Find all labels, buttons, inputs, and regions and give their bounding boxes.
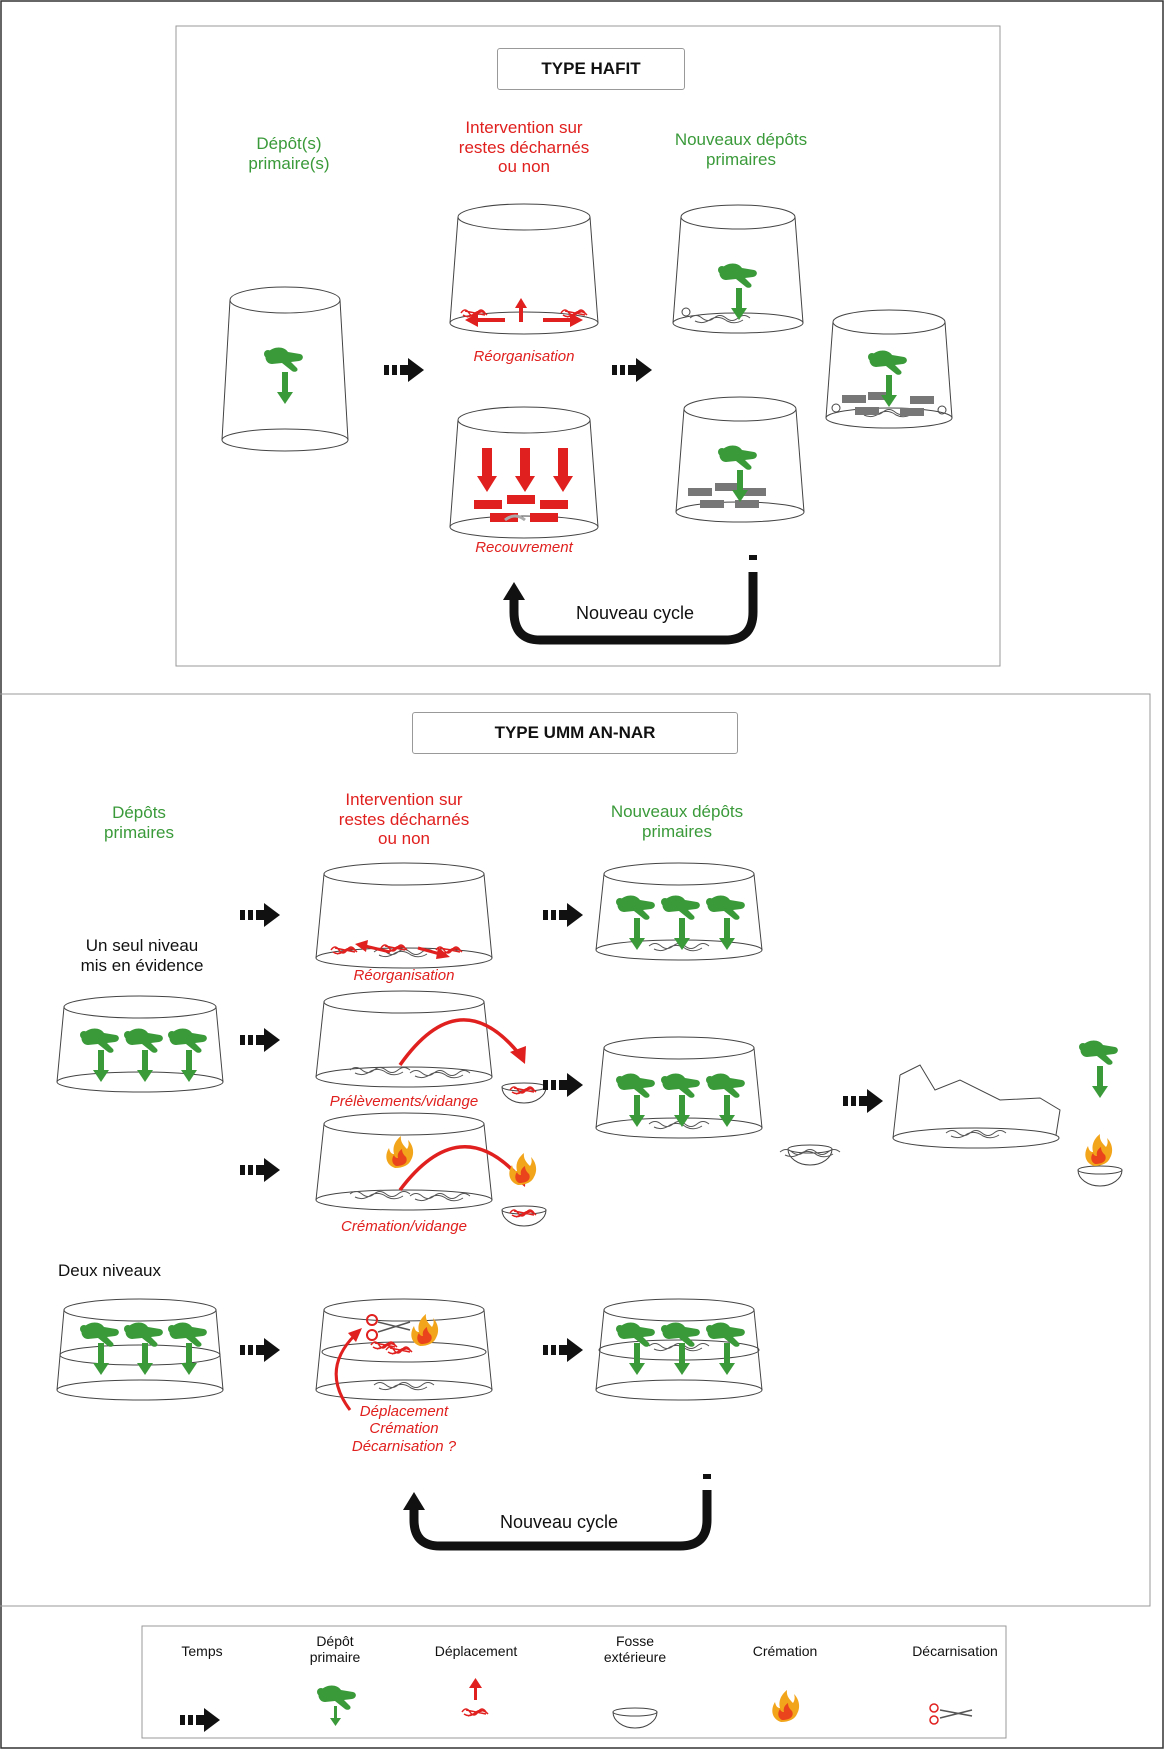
scissors-icon: [366, 1314, 411, 1341]
legend-label-outer-pit: Fosse extérieure: [603, 1633, 667, 1666]
umm-deplacement-label: Déplacement Crémation Décarnisation ?: [351, 1403, 457, 1455]
legend-time-icon: [180, 1708, 220, 1732]
umm-reorganisation-label: Réorganisation: [353, 967, 455, 984]
hafit-cycle-label: Nouveau cycle: [575, 603, 695, 623]
hafit-panel: [175, 25, 1001, 667]
umm-level2-label: Deux niveaux: [58, 1261, 162, 1280]
legend-scissors-icon: [929, 1703, 973, 1725]
umm-tomb-deplacement: [315, 1298, 493, 1411]
legend-box: [141, 1625, 1007, 1739]
umm-cycle-arrow: [403, 1474, 712, 1551]
hafit-col3-label: Nouveaux dépôts primaires: [674, 130, 808, 169]
legend-fire-icon: [772, 1690, 800, 1722]
umm-col1-label: Dépôts primaires: [104, 803, 174, 842]
umm-cycle-label: Nouveau cycle: [499, 1512, 619, 1532]
umm-prelevement-label: Prélèvements/vidange: [329, 1093, 479, 1110]
hafit-cycle-arrow: [503, 555, 758, 645]
umm-col2-label: Intervention sur restes décharnés ou non: [338, 790, 470, 849]
hafit-tomb-new-2: [675, 396, 805, 523]
umm-tomb-new-row2: [595, 1036, 763, 1139]
legend-label-deposit: Dépôt primaire: [309, 1633, 361, 1666]
umm-col3-label: Nouveaux dépôts primaires: [610, 802, 744, 841]
legend-outer-pit-icon: [612, 1707, 658, 1729]
legend-displacement-icon: [461, 1678, 489, 1717]
legend-label-decarnisation: Décarnisation: [912, 1643, 998, 1659]
umm-bowl-prelevement: [501, 1082, 547, 1104]
umm-tomb-level1: [56, 995, 224, 1093]
hafit-reorganisation-label: Réorganisation: [473, 348, 575, 365]
umm-level1-label: Un seul niveau mis en évidence: [80, 936, 204, 975]
umm-tomb-cremation: [315, 1112, 526, 1211]
umm-final-deposit: [1077, 1040, 1123, 1187]
umm-tomb-reorganisation: [315, 862, 493, 969]
umm-tomb-prelevement: [315, 990, 526, 1088]
umm-bowl-cremation: [501, 1153, 547, 1227]
legend-label-cremation: Crémation: [752, 1643, 818, 1659]
hafit-tomb-reorganisation: [449, 203, 599, 335]
hafit-title: TYPE HAFIT: [497, 48, 685, 90]
legend-label-displacement: Déplacement: [434, 1643, 518, 1659]
legend-deposit-icon: [317, 1685, 356, 1726]
umm-tomb-ruined: [892, 1064, 1061, 1149]
umm-tomb-new-row1: [595, 862, 763, 961]
hafit-tomb-final: [825, 309, 953, 429]
hafit-recouvrement-label: Recouvrement: [475, 539, 573, 556]
umm-tomb-new-row3: [595, 1298, 763, 1401]
umm-cremation-label: Crémation/vidange: [341, 1218, 467, 1235]
hafit-tomb-1: [221, 286, 349, 452]
hafit-col2-label: Intervention sur restes décharnés ou non: [458, 118, 590, 177]
umm-tomb-two-levels: [56, 1298, 224, 1401]
umm-panel: [0, 693, 1151, 1607]
hafit-col1-label: Dépôt(s) primaire(s): [248, 134, 330, 173]
umm-title: TYPE UMM AN-NAR: [412, 712, 738, 754]
hafit-tomb-new-1: [672, 204, 804, 334]
hafit-tomb-recouvrement: [449, 406, 599, 539]
umm-bowl-row2: [779, 1144, 841, 1166]
legend-label-time: Temps: [181, 1643, 223, 1659]
